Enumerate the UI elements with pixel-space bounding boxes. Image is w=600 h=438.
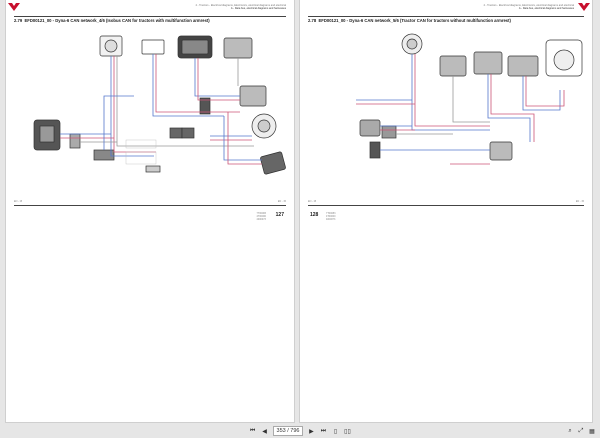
right-section-title: 2.78 EFD00121_00 - Dyna-6 CAN network_5/… [308,18,511,23]
right-header-line2: A - Data bus, electrical diagrams and ha… [518,7,574,11]
left-header-rule [14,16,286,17]
two-page-icon[interactable]: ▯▯ [344,428,351,435]
next-page-icon[interactable]: ▶ [309,428,314,435]
zoom-icon[interactable]: ⌕ [568,427,572,434]
left-section-title: 2.79 EFD00121_00 - Dyna-6 CAN network_4/… [14,18,210,23]
left-page-ref: 7T00083 4T00000 4000073 [256,212,266,221]
right-footer-rule [308,205,584,206]
toolbar-right-group: ⌕ ⤢ ▦ [566,427,596,435]
viewer-toolbar: ⏮ ◀ 353 / 796 ▶ ⏭ ▯ ▯▯ ⌕ ⤢ ▦ [0,424,600,438]
layout-icon[interactable]: ▦ [589,428,595,435]
first-page-icon[interactable]: ⏮ [249,427,256,434]
prev-page-icon[interactable]: ◀ [262,428,267,435]
right-header: 4 - Tractors - Electrical diagrams, Elec… [374,4,574,10]
right-footer-right: EN - 15 [575,200,584,203]
last-page-icon[interactable]: ⏭ [320,427,327,434]
right-footer-left: EN - 15 [308,200,317,203]
left-page-number: 127 [275,212,284,218]
left-header: 4 - Tractors - Electrical diagrams, Elec… [86,4,286,10]
fit-icon[interactable]: ⤢ [578,427,584,434]
single-page-icon[interactable]: ▯ [333,428,338,435]
page-indicator-input[interactable]: 353 / 796 [272,426,304,436]
left-footer-rule [14,205,286,206]
right-document-page: 4 - Tractors - Electrical diagrams, Elec… [300,0,592,422]
left-footer-left: EN - 15 [14,200,23,203]
brand-logo-icon [578,3,590,11]
left-header-line1: 4 - Tractors - Electrical diagrams, Elec… [195,4,286,7]
left-document-page: 4 - Tractors - Electrical diagrams, Elec… [6,0,294,422]
right-page-number: 128 [310,212,319,218]
left-wiring-diagram [33,35,286,175]
right-page-ref: 7T00083 4T00000 4000073 [326,212,336,221]
left-header-line2: A - Data bus, electrical diagrams and ha… [230,7,286,11]
brand-logo-icon [8,3,20,11]
right-header-rule [308,16,584,17]
left-footer-right: EN - 15 [277,200,286,203]
right-header-line1: 4 - Tractors - Electrical diagrams, Elec… [483,4,574,7]
right-wiring-diagram [356,33,583,165]
